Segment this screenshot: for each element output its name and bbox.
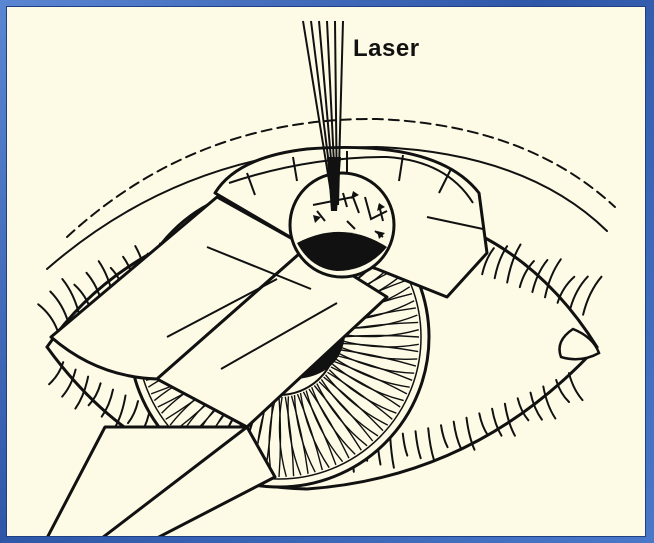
eyelash <box>556 380 569 402</box>
eyelash <box>50 292 68 324</box>
eye-laser-diagram <box>7 7 646 537</box>
eyelash <box>569 373 583 400</box>
illustration-panel: Laser <box>6 6 646 537</box>
central-lens <box>290 173 394 277</box>
eyelash <box>38 304 57 330</box>
eyelash <box>570 277 588 309</box>
eyelash <box>583 277 601 315</box>
eyelash <box>49 362 63 384</box>
laser-label: Laser <box>353 35 420 63</box>
caruncle <box>560 329 600 359</box>
